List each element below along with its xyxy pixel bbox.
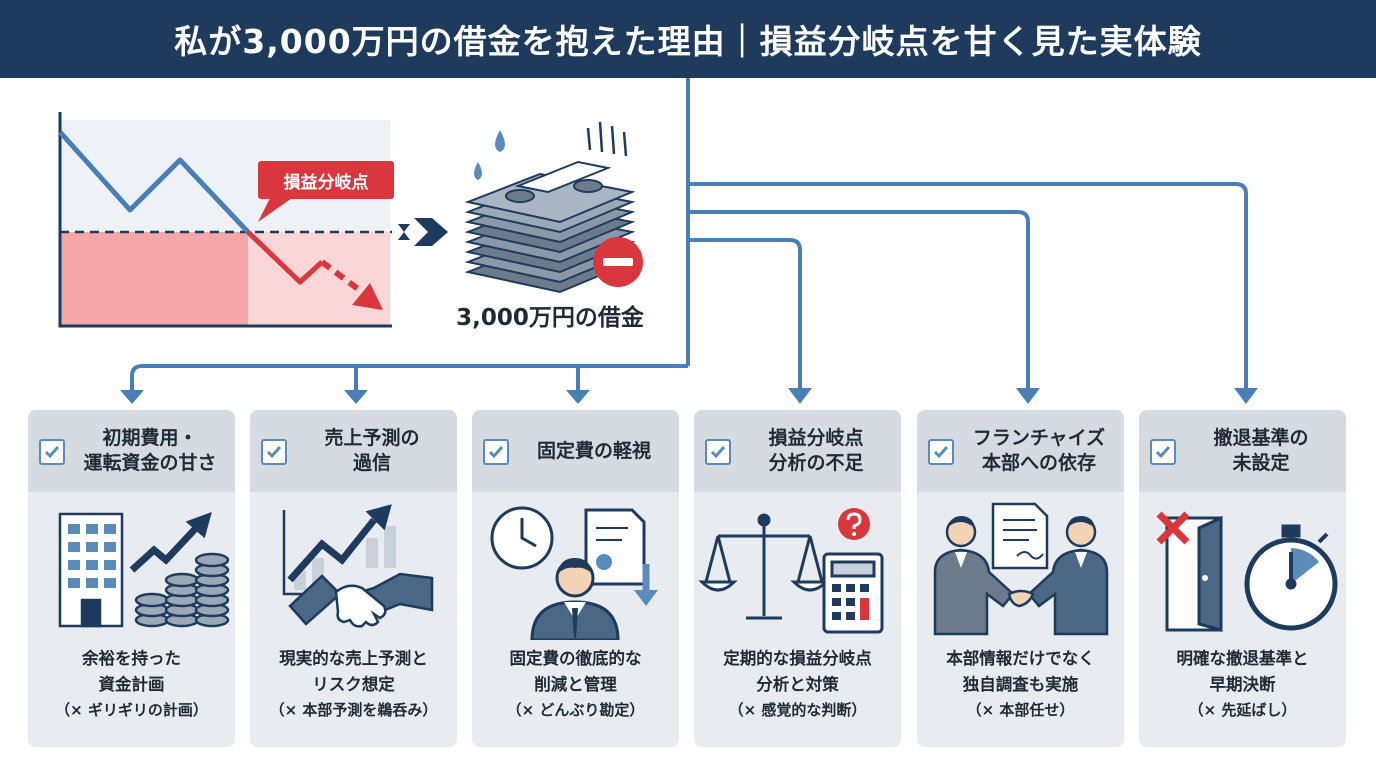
card-note: （× ギリギリの計画） (55, 701, 208, 720)
card-lesson: 余裕を持った資金計画 （× ギリギリの計画） (55, 649, 208, 720)
clock-person-document-icon (490, 506, 658, 640)
branch-line-left (130, 364, 688, 396)
branch-line-5 (688, 210, 1030, 396)
checkbox-icon (261, 439, 287, 465)
checkbox-icon (39, 439, 65, 465)
money-stack-icon (464, 121, 643, 294)
card-note: （× 先延ばし） (1188, 701, 1297, 720)
card-header: 撤退基準の未設定 (1139, 410, 1346, 492)
breakeven-callout: 損益分岐点 (258, 161, 394, 199)
decline-line (246, 230, 324, 285)
branch-line-6 (688, 182, 1248, 396)
checkbox-icon (928, 439, 954, 465)
business-handshake-icon (933, 502, 1109, 636)
card-lesson: 固定費の徹底的な削減と管理 （× どんぶり勘定） (506, 649, 645, 720)
reason-card-6: 撤退基準の未設定 明確な撤退基準と早期決断 （× 先延ばし） (1139, 410, 1346, 747)
reason-card-2: 売上予測の過信 現実的な売上予測とリスク想定 （× 本部予測を鵜呑み） (250, 410, 457, 747)
breakeven-chart (58, 112, 392, 328)
branch-line-4 (688, 238, 802, 396)
card-title: 売上予測の過信 (324, 427, 420, 474)
reason-card-4: 損益分岐点分析の不足 定期的な損益分岐点分析と対策 （× 感覚的な判断） (694, 410, 901, 747)
card-title: フランチャイズ本部への依存 (972, 427, 1106, 474)
flow-arrow (398, 218, 448, 246)
card-lesson: 定期的な損益分岐点分析と対策 （× 感覚的な判断） (723, 649, 872, 720)
building-growth-icon (58, 512, 230, 628)
card-title: 撤退基準の未設定 (1213, 427, 1309, 474)
handshake-chart-icon (282, 504, 434, 628)
checkbox-icon (705, 439, 731, 465)
callout-pointer (258, 198, 292, 222)
reason-card-1: 初期費用・運転資金の甘さ 余裕を持った資金計画 （× ギリギリの計画） (28, 410, 235, 747)
card-lesson: 明確な撤退基準と早期決断 （× 先延ばし） (1176, 649, 1309, 720)
card-note: （× 本部任せ） (966, 701, 1075, 720)
card-title: 初期費用・運転資金の甘さ (83, 427, 217, 474)
scale-calculator-icon (698, 508, 884, 634)
exit-door-stopwatch-icon (1156, 511, 1338, 632)
card-header: 固定費の軽視 (472, 410, 679, 492)
card-lesson: 現実的な売上予測とリスク想定 （× 本部予測を鵜呑み） (269, 649, 438, 720)
card-header: 損益分岐点分析の不足 (694, 410, 901, 492)
checkbox-icon (483, 439, 509, 465)
loss-zone-light (248, 232, 390, 326)
checkbox-icon (1150, 439, 1176, 465)
card-header: フランチャイズ本部への依存 (917, 410, 1124, 492)
chart-axes (58, 112, 392, 328)
card-header: 売上予測の過信 (250, 410, 457, 492)
loss-zone-dark (60, 232, 248, 326)
card-header: 初期費用・運転資金の甘さ (28, 410, 235, 492)
card-note: （× 感覚的な判断） (728, 701, 867, 720)
decline-arrowhead (352, 283, 383, 310)
card-title: 固定費の軽視 (536, 439, 651, 462)
card-title: 損益分岐点分析の不足 (768, 427, 864, 474)
debt-label: 3,000万円の借金 (456, 305, 644, 331)
card-note: （× どんぶり勘定） (506, 701, 645, 720)
revenue-line (58, 130, 250, 234)
card-note: （× 本部予測を鵜呑み） (269, 701, 438, 720)
reason-card-5: フランチャイズ本部への依存 本部情報だけでなく独自調査も実施 （× 本部任せ） (917, 410, 1124, 747)
decline-dashed (320, 259, 364, 295)
page-title: 私が3,000万円の借金を抱えた理由｜損益分岐点を甘く見た実体験 (0, 0, 1376, 78)
reason-card-3: 固定費の軽視 固定費の徹底的な削減と管理 （× どんぶり勘定） (472, 410, 679, 747)
connector-arrowheads (120, 388, 1258, 404)
card-lesson: 本部情報だけでなく独自調査も実施 （× 本部任せ） (946, 649, 1095, 720)
